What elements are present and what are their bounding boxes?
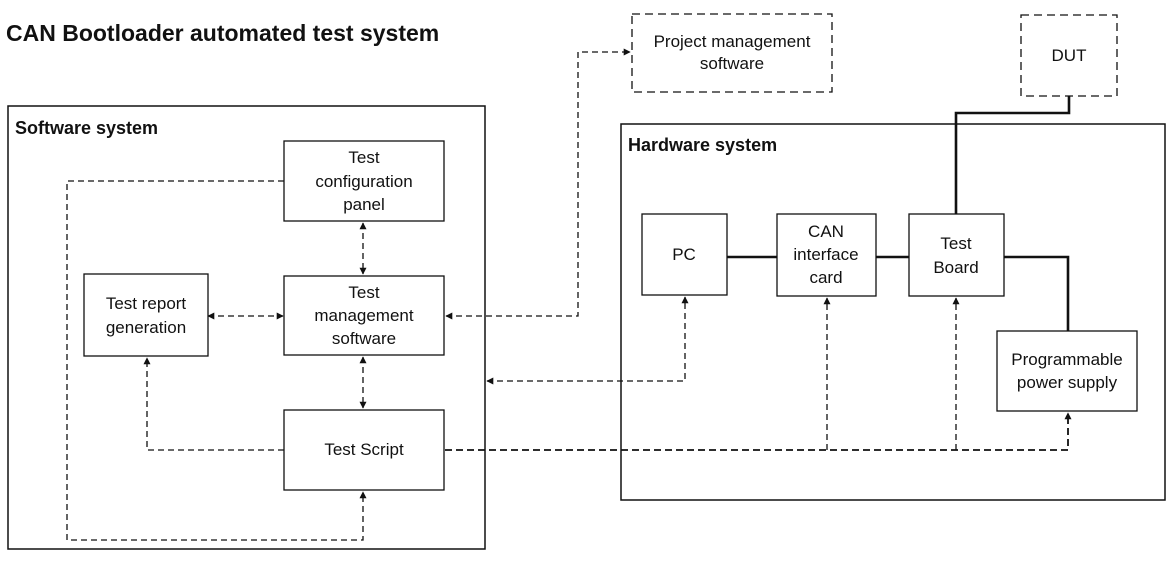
test-config-line-1: Test — [348, 148, 379, 167]
hardware-system-group — [620, 123, 1166, 501]
pc-node: PC — [641, 213, 728, 296]
test-report-line-2: generation — [106, 318, 186, 337]
test-config-node: Test configuration panel — [283, 140, 445, 222]
diagram-title: CAN Bootloader automated test system — [6, 20, 439, 46]
software-system-group — [7, 105, 486, 550]
test-management-line-3: software — [332, 329, 396, 348]
hardware-system-label: Hardware system — [628, 135, 777, 155]
can-card-node: CAN interface card — [776, 213, 877, 297]
test-board-line-1: Test — [940, 234, 971, 253]
link-script-report — [143, 357, 284, 451]
test-script-node: Test Script — [283, 409, 445, 491]
test-script-label: Test Script — [324, 440, 404, 459]
test-management-line-2: management — [314, 306, 414, 325]
pc-label: PC — [672, 245, 696, 264]
test-board-line-2: Board — [933, 258, 978, 277]
dut-node: DUT — [1020, 14, 1118, 97]
power-supply-line-1: Programmable — [1011, 350, 1123, 369]
test-board-node: Test Board — [908, 213, 1005, 297]
test-report-node: Test report generation — [83, 273, 209, 357]
can-card-line-1: CAN — [808, 222, 844, 241]
link-project-mgmt — [445, 48, 631, 320]
link-pc-software — [486, 296, 689, 385]
test-config-line-2: configuration — [315, 172, 412, 191]
project-management-line-2: software — [700, 54, 764, 73]
link-board-power — [1004, 255, 1070, 331]
software-system-label: Software system — [15, 118, 158, 138]
link-script-bus — [445, 412, 1072, 451]
test-management-node: Test management software — [283, 275, 445, 356]
can-card-line-3: card — [809, 268, 842, 287]
dut-label: DUT — [1052, 46, 1087, 65]
power-supply-node: Programmable power supply — [996, 330, 1138, 412]
power-supply-line-2: power supply — [1017, 373, 1118, 392]
project-management-node: Project management software — [631, 13, 833, 93]
project-management-line-1: Project management — [654, 32, 811, 51]
link-config-script-loop — [66, 180, 367, 541]
test-management-line-1: Test — [348, 283, 379, 302]
can-card-line-2: interface — [793, 245, 858, 264]
link-board-dut — [954, 96, 1071, 214]
test-config-line-3: panel — [343, 195, 385, 214]
test-report-line-1: Test report — [106, 294, 187, 313]
